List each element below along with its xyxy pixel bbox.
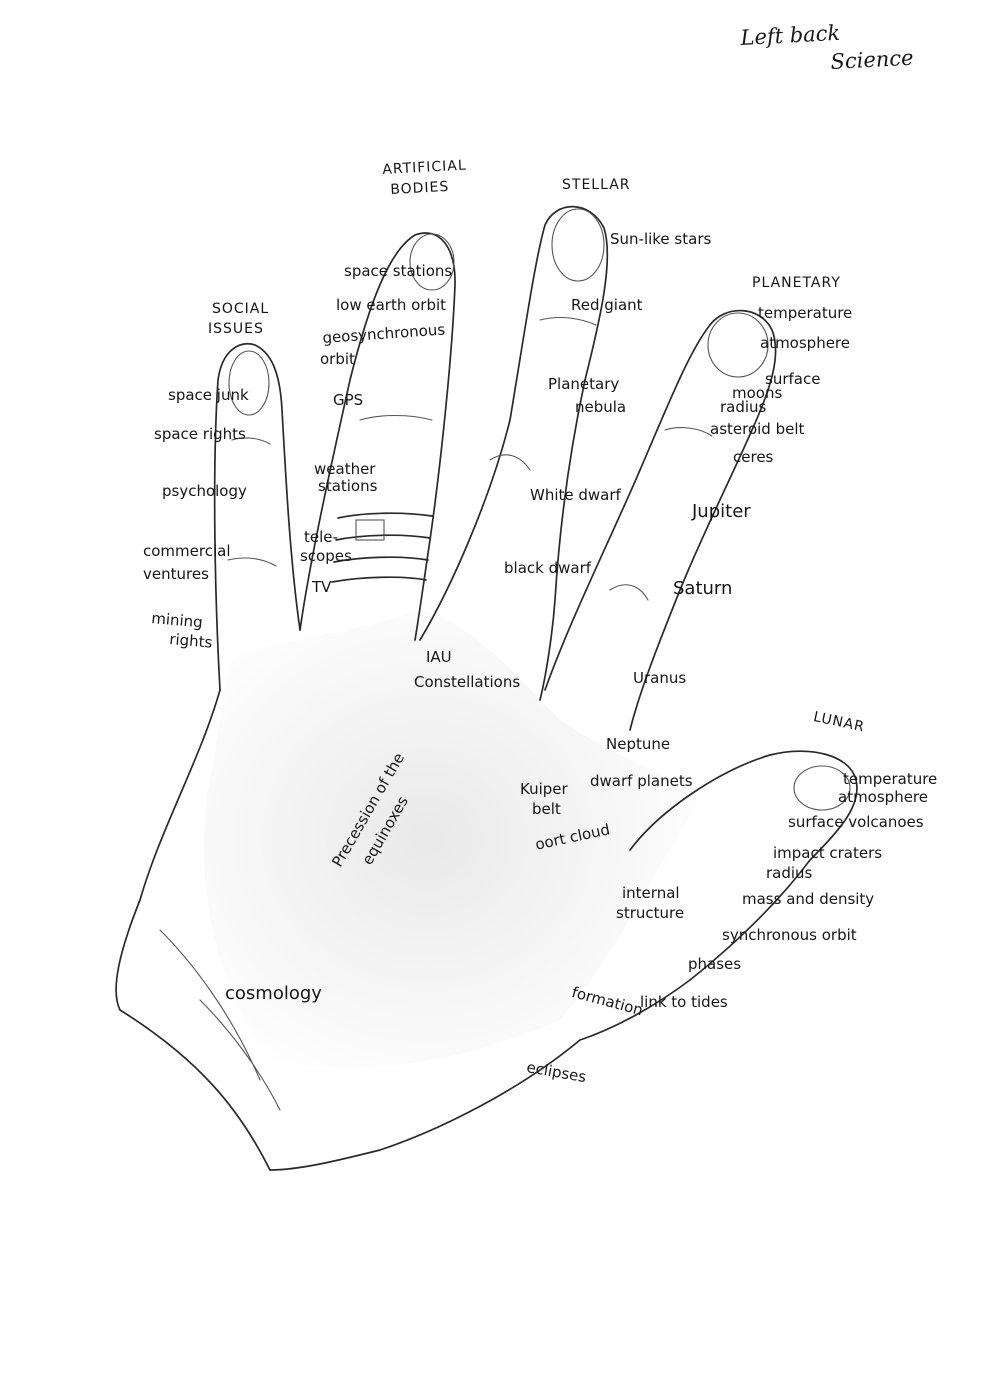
label-tv: TV <box>312 578 332 596</box>
label-mining: mining <box>150 609 204 632</box>
label-lunar-atmosphere: atmosphere <box>838 788 928 806</box>
artificial-bodies-heading-2: BODIES <box>389 178 450 198</box>
label-black-dwarf: black dwarf <box>504 559 592 577</box>
label-gps: GPS <box>333 391 364 409</box>
label-synchronous-orbit: synchronous orbit <box>722 926 857 944</box>
label-space-junk: space junk <box>168 386 249 404</box>
label-sun-like-stars: Sun-like stars <box>610 230 712 248</box>
label-saturn: Saturn <box>673 578 733 599</box>
label-rights: rights <box>168 630 214 652</box>
label-weather: weather <box>314 460 376 478</box>
hand-outline <box>115 689 581 1171</box>
label-space-stations: space stations <box>344 262 453 280</box>
knuckle-creases <box>227 316 713 601</box>
label-uranus: Uranus <box>633 669 687 687</box>
label-moons: moons <box>732 384 783 402</box>
label-planetary-surface: surface <box>765 370 821 388</box>
ring-finger-nail <box>409 233 455 291</box>
index-finger <box>544 309 777 731</box>
label-kuiper: Kuiper <box>520 780 568 798</box>
page-title-line1: Left back <box>739 20 841 50</box>
label-red-giant: Red giant <box>571 296 643 314</box>
palm-shading <box>203 610 700 1068</box>
label-planetary-atmosphere: atmosphere <box>760 334 850 352</box>
label-orbit: orbit <box>320 350 355 368</box>
label-structure: structure <box>616 904 685 922</box>
social-issues-heading-1: SOCIAL <box>212 301 270 317</box>
label-iau: IAU <box>426 648 452 666</box>
label-commercial: commercial <box>143 542 231 560</box>
wrist-lines <box>159 929 281 1111</box>
label-ceres: ceres <box>733 448 774 466</box>
label-stations: stations <box>318 477 378 495</box>
label-scopes: scopes <box>300 547 352 565</box>
thumb <box>579 750 858 1041</box>
label-impact-craters: impact craters <box>773 844 883 862</box>
label-phases: phases <box>688 955 742 973</box>
label-mass-and-density: mass and density <box>742 890 875 908</box>
label-lunar-radius: radius <box>766 864 813 882</box>
label-planetary-temperature: temperature <box>758 304 853 322</box>
label-link-to-tides: link to tides <box>640 993 728 1011</box>
ring-jewel <box>355 519 385 541</box>
pinky-finger <box>213 343 301 691</box>
stellar-heading: STELLAR <box>562 177 631 193</box>
thumb-nail <box>793 765 851 811</box>
middle-finger <box>419 205 609 701</box>
pinky-nail <box>228 350 270 416</box>
label-neptune: Neptune <box>606 735 671 753</box>
label-tele: tele- <box>304 528 338 546</box>
ring-finger <box>299 232 456 641</box>
index-finger-nail <box>707 312 769 378</box>
label-ventures: ventures <box>143 565 209 583</box>
label-lunar-temperature: temperature <box>843 770 938 788</box>
artificial-bodies-heading-1: ARTIFICIAL <box>381 157 468 178</box>
label-dwarf-planets: dwarf planets <box>590 772 693 790</box>
label-planetary: Planetary <box>548 375 620 393</box>
label-space-rights: space rights <box>154 425 246 443</box>
social-issues-heading-2: ISSUES <box>208 321 264 337</box>
page-title-line2: Science <box>829 45 915 74</box>
label-white-dwarf: White dwarf <box>530 486 621 504</box>
label-surface-volcanoes: surface volcanoes <box>788 813 924 831</box>
label-cosmology: cosmology <box>225 983 322 1004</box>
planetary-heading: PLANETARY <box>752 275 841 291</box>
label-planetary-radius: radius <box>720 398 767 416</box>
label-nebula: nebula <box>575 398 627 416</box>
middle-finger-nail <box>551 208 605 282</box>
label-belt: belt <box>532 800 561 818</box>
label-asteroid-belt: asteroid belt <box>710 420 805 438</box>
label-constellations: Constellations <box>414 673 521 691</box>
label-low-earth-orbit: low earth orbit <box>336 296 447 314</box>
label-psychology: psychology <box>162 482 247 500</box>
label-jupiter: Jupiter <box>692 501 751 522</box>
label-internal: internal <box>622 884 680 902</box>
